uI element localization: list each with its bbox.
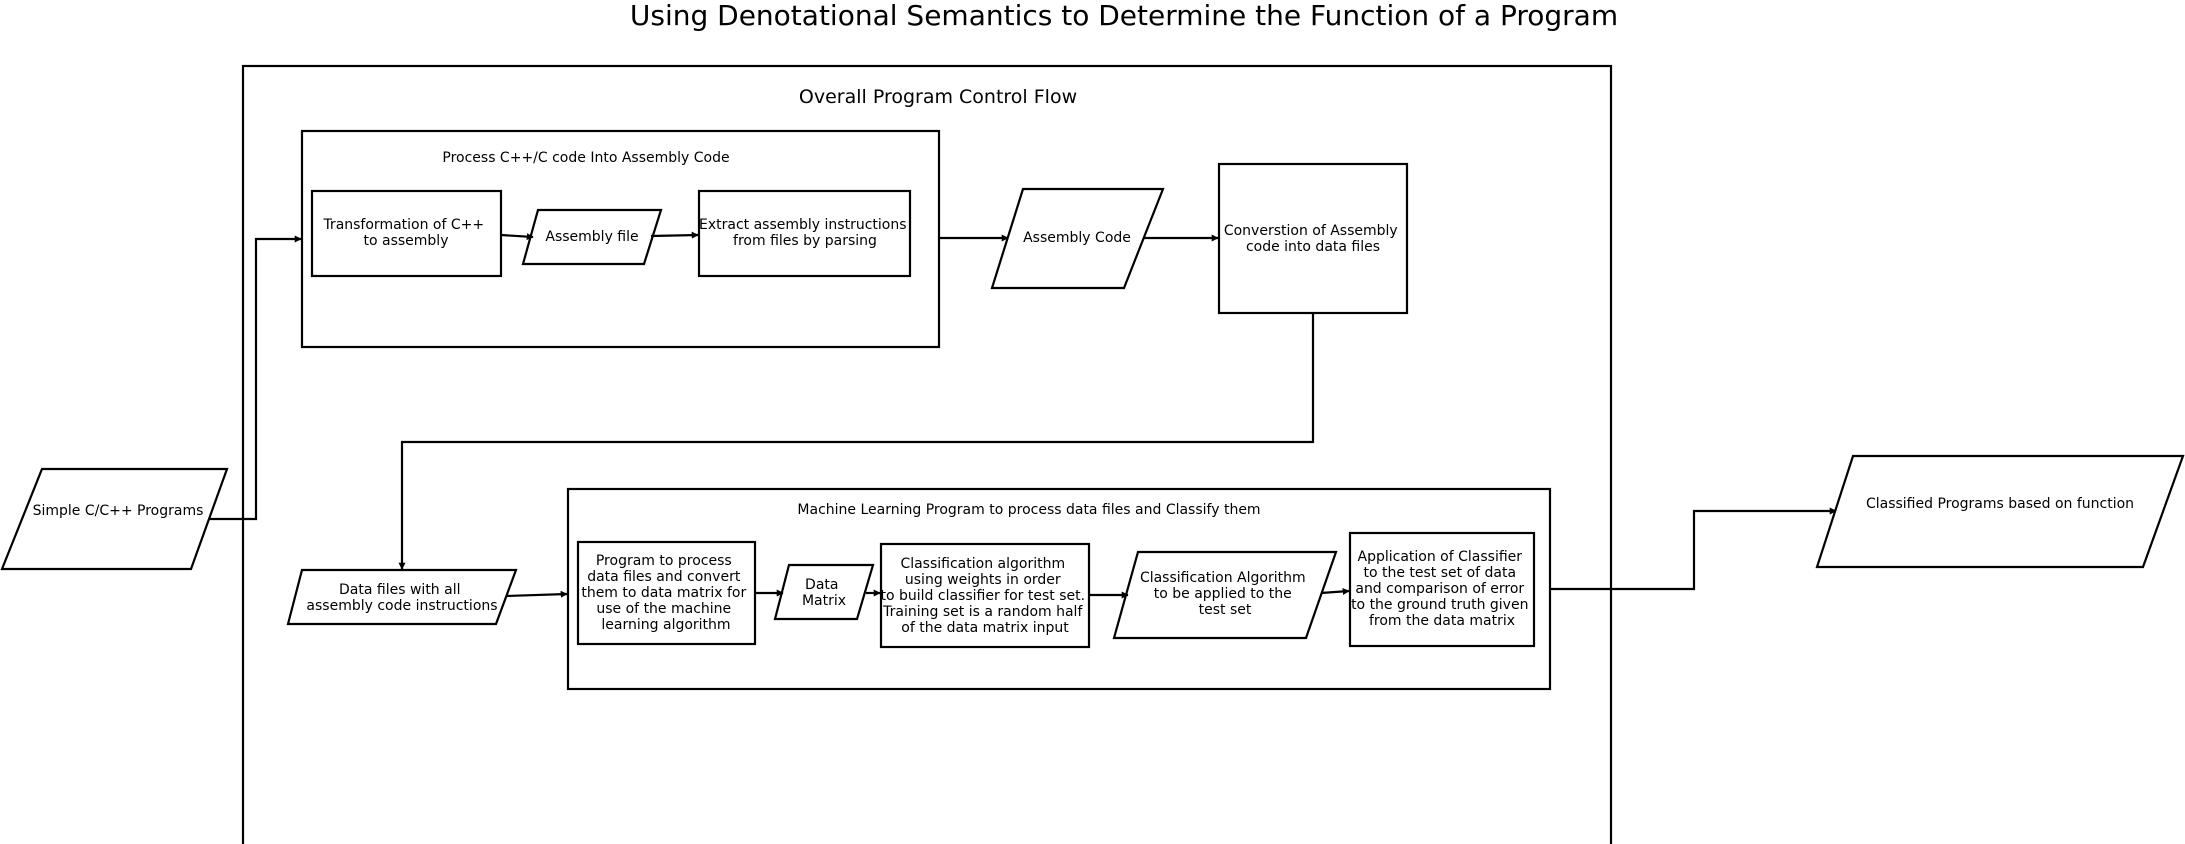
node-process-program	[576, 540, 757, 646]
node-data-matrix-line-1: Data	[805, 577, 838, 593]
node-classification-algorithm-line-4: Training set is a random half	[882, 604, 1083, 620]
node-conversion	[1217, 162, 1409, 315]
node-classification-apply-line-3: test set	[1199, 602, 1252, 618]
node-data-matrix-line-2: Matrix	[802, 593, 846, 609]
node-assembly-file-line-1: Assembly file	[545, 229, 638, 245]
node-classification-apply-line-2: to be applied to the	[1154, 586, 1292, 602]
node-application-classifier	[1348, 531, 1536, 648]
node-application-line-3: and comparison of error	[1355, 581, 1524, 597]
node-process-program-line-2: data files and convert	[587, 569, 741, 585]
node-extract-instructions	[697, 189, 912, 278]
node-transformation-line-2: to assembly	[364, 233, 449, 249]
node-assembly-code	[990, 187, 1165, 290]
edge-ml-group-to-output	[1550, 507, 1837, 591]
edge-input-to-process-group	[209, 235, 302, 521]
node-classification-algorithm-label: Classification algorithm using weights i…	[881, 556, 1090, 636]
process-assembly-group-label: Process C++/C code Into Assembly Code	[442, 150, 729, 166]
node-classification-apply-label: Classification Algorithm to be applied t…	[1140, 570, 1310, 618]
edge-transformation-to-assembly-file	[500, 233, 534, 241]
node-process-program-line-4: use of the machine	[596, 601, 731, 617]
node-transformation	[310, 189, 503, 278]
node-classification-algorithm-line-5: of the data matrix input	[901, 620, 1069, 636]
diagram-title: Using Denotational Semantics to Determin…	[630, 0, 1618, 32]
node-process-program-line-5: learning algorithm	[601, 617, 730, 633]
node-assembly-code-label: Assembly Code	[1023, 230, 1131, 246]
node-data-files-line-2: assembly code instructions	[306, 598, 497, 614]
node-simple-programs-label: Simple C/C++ Programs	[33, 503, 204, 519]
edge-apply-to-application	[1320, 587, 1350, 595]
node-conversion-line-2: code into data files	[1246, 239, 1380, 255]
node-transformation-label: Transformation of C++ to assembly	[322, 217, 488, 249]
edge-conversion-to-data-files	[398, 313, 1315, 570]
node-process-program-label: Program to process data files and conver…	[581, 553, 750, 633]
edge-data-files-to-ml-group	[505, 590, 568, 598]
node-process-program-line-1: Program to process	[596, 553, 732, 569]
node-classified-programs-line-1: Classified Programs based on function	[1866, 496, 2134, 512]
node-classification-algorithm	[879, 542, 1091, 649]
node-extract-instructions-label: Extract assembly instructions from files…	[699, 217, 911, 249]
node-data-files-label: Data files with all assembly code instru…	[306, 582, 497, 614]
node-conversion-label: Converstion of Assembly code into data f…	[1224, 223, 1402, 255]
ml-program-group-label: Machine Learning Program to process data…	[797, 502, 1260, 518]
node-application-line-1: Application of Classifier	[1358, 549, 1523, 565]
node-extract-line-2: from files by parsing	[733, 233, 877, 249]
node-classification-apply-line-1: Classification Algorithm	[1140, 570, 1306, 586]
node-data-matrix	[773, 563, 875, 621]
node-simple-programs	[0, 467, 229, 571]
node-assembly-code-line-1: Assembly Code	[1023, 230, 1131, 246]
node-application-line-2: to the test set of data	[1363, 565, 1516, 581]
node-assembly-file-label: Assembly file	[545, 229, 638, 245]
node-data-matrix-label: Data Matrix	[802, 577, 846, 609]
node-application-line-4: to the ground truth given	[1351, 597, 1528, 613]
overall-control-flow-label: Overall Program Control Flow	[799, 86, 1077, 108]
node-classification-algorithm-line-3: to build classifier for test set.	[881, 588, 1086, 604]
node-transformation-line-1: Transformation of C++	[322, 217, 484, 233]
node-simple-programs-line-1: Simple C/C++ Programs	[33, 503, 204, 519]
node-data-files-line-1: Data files with all	[339, 582, 460, 598]
node-extract-line-1: Extract assembly instructions	[699, 217, 907, 233]
node-classification-apply	[1112, 550, 1338, 640]
node-process-program-line-3: them to data matrix for	[581, 585, 746, 601]
node-application-classifier-label: Application of Classifier to the test se…	[1351, 549, 1533, 629]
node-classified-programs	[1815, 454, 2185, 569]
node-classification-algorithm-line-1: Classification algorithm	[900, 556, 1065, 572]
node-application-line-5: from the data matrix	[1369, 613, 1515, 629]
edge-assembly-file-to-extract	[650, 231, 699, 239]
overall-control-flow-frame	[241, 64, 1613, 844]
node-conversion-line-1: Converstion of Assembly	[1224, 223, 1398, 239]
node-data-files	[286, 568, 518, 626]
node-classification-algorithm-line-2: using weights in order	[905, 572, 1061, 588]
node-assembly-file	[521, 208, 663, 266]
node-classified-programs-label: Classified Programs based on function	[1866, 496, 2134, 512]
